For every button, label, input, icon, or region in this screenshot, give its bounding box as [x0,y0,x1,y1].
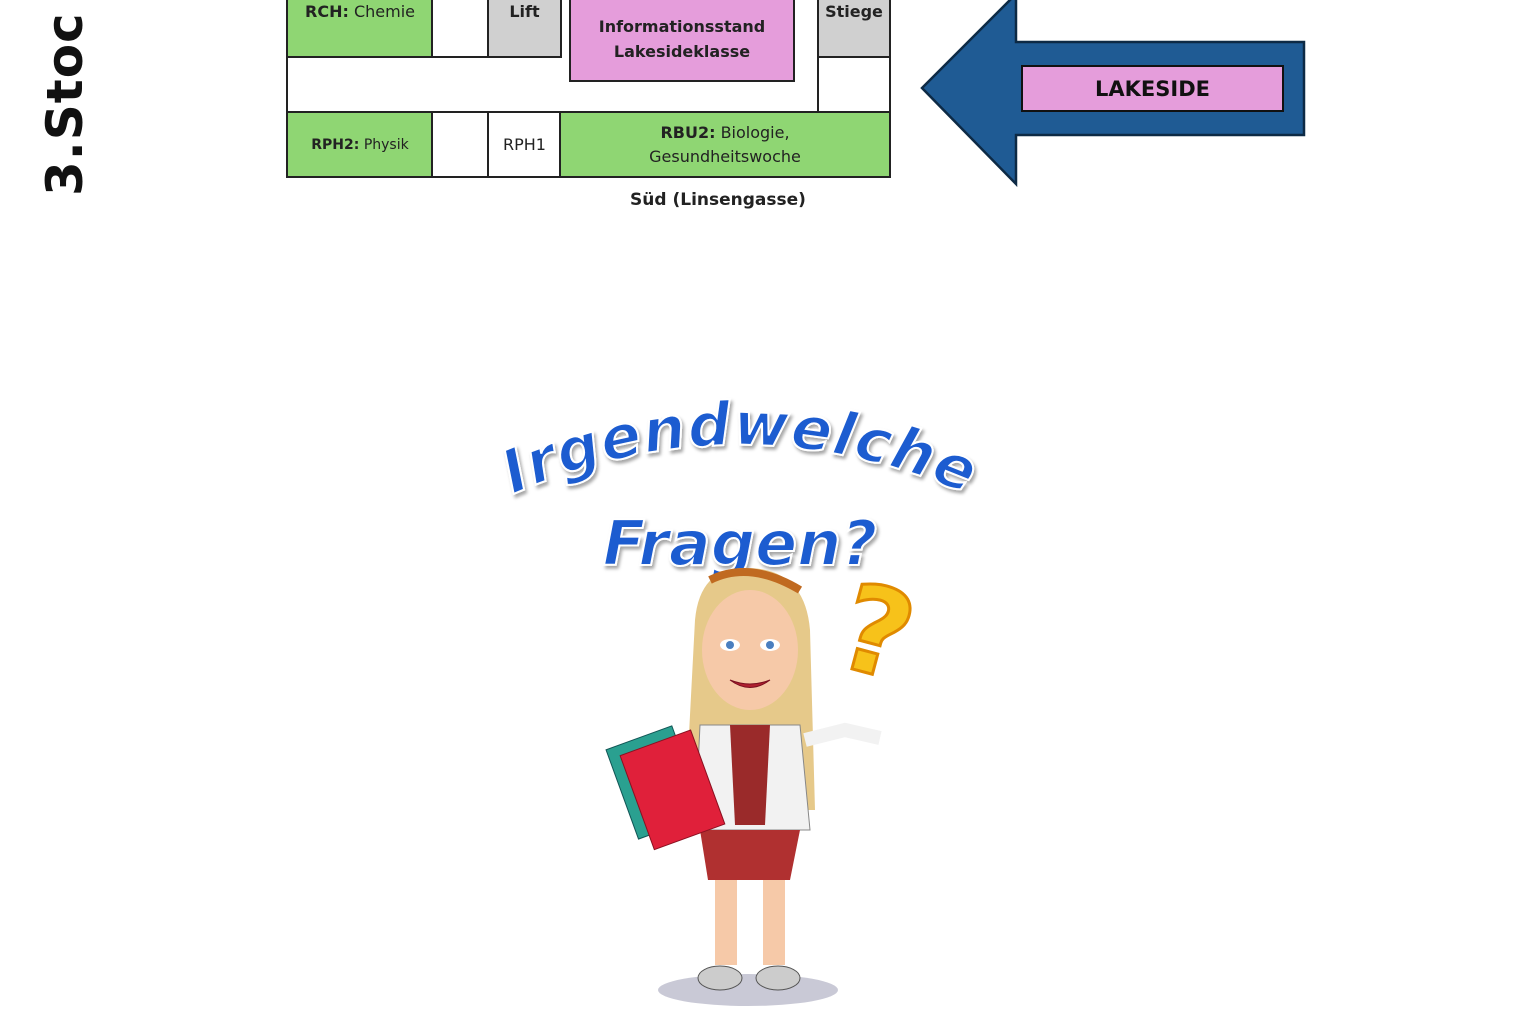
room-name-line2: Gesundheitswoche [649,146,801,166]
room-name: RPH1 [503,135,546,154]
room-code: RPH2: [311,136,360,153]
room-rch: RCH: Chemie [286,0,434,58]
room-name: Physik [363,136,409,153]
info-stand: Informationsstand Lakesideklasse [569,0,795,82]
avatar-illustration: ? [605,560,930,1006]
lift-label: Lift [509,2,540,21]
room-empty [431,0,490,58]
lakeside-text: LAKESIDE [1095,76,1210,101]
room-rbu2: RBU2: Biologie, Gesundheitswoche [559,111,891,178]
room-code: RCH: [305,2,349,21]
room-name: Biologie, [720,122,790,142]
questions-heading: Irgendwelche Fragen? [490,388,988,581]
svg-text:Irgendwelche: Irgendwelche [491,389,988,508]
south-label: Süd (Linsengasse) [630,190,806,210]
questions-line2: Fragen? [603,507,878,580]
stiege-label: Stiege [825,2,883,21]
room-rph1: RPH1 [487,111,562,178]
questions-line1: Irgendwelche [490,388,988,509]
arrow-left-icon [920,0,1306,188]
room-code: RBU2: [660,122,716,142]
lift: Lift [487,0,562,58]
lakeside-label: LAKESIDE [1021,65,1284,112]
room-name: Chemie [353,2,415,21]
room-rph2: RPH2: Physik [286,111,434,178]
question-mark-icon: ? [823,560,929,711]
stiege: Stiege [817,0,891,58]
books-icon [605,725,726,851]
svg-text:?: ? [825,560,928,709]
info-line1: Informationsstand [598,17,766,36]
info-line2: Lakesideklasse [613,42,751,61]
